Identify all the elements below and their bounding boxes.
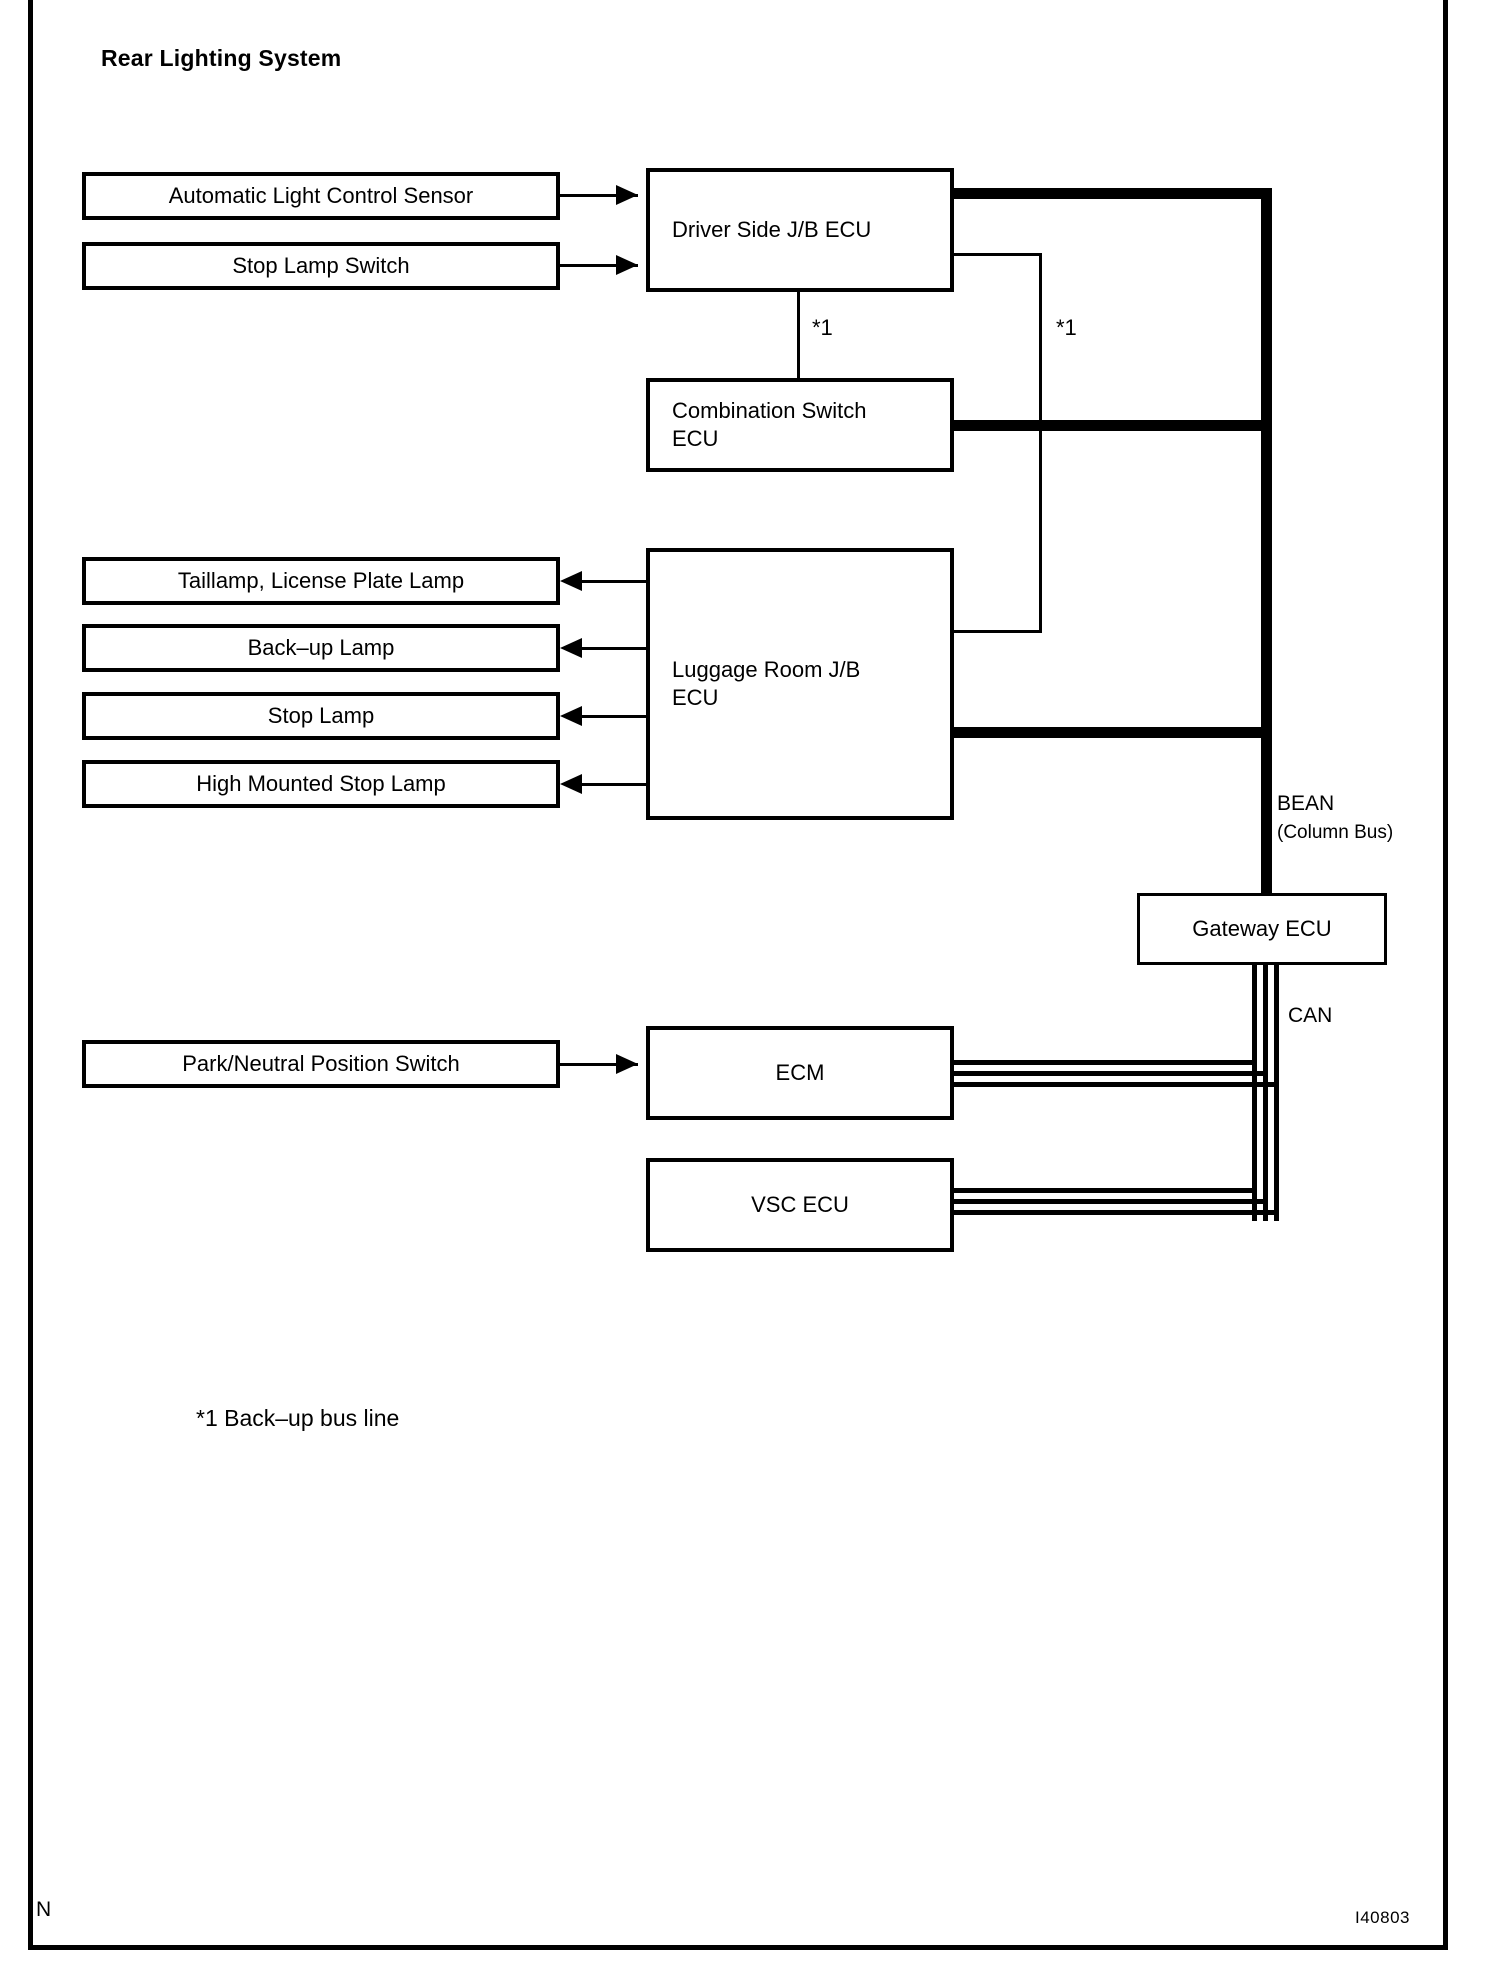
backup-marker-right: *1 bbox=[1056, 315, 1077, 340]
page-border-right bbox=[1443, 0, 1448, 1950]
vsc-can-line-3 bbox=[952, 1210, 1276, 1215]
label-combination-switch-ecu: Combination Switch ECU bbox=[672, 397, 867, 451]
corner-mark-n: N bbox=[36, 1898, 52, 1921]
connector-luggage-to-backup-lamp bbox=[582, 647, 648, 650]
box-park-neutral-position-switch: Park/Neutral Position Switch bbox=[82, 1040, 560, 1088]
connector-driver-ecu-to-combination-switch bbox=[797, 290, 800, 380]
arrowhead-stoplampswitch-to-driver-ecu bbox=[616, 255, 638, 275]
label-park-neutral-position-switch: Park/Neutral Position Switch bbox=[182, 1050, 460, 1076]
box-stop-lamp: Stop Lamp bbox=[82, 692, 560, 740]
label-ecm: ECM bbox=[775, 1059, 825, 1085]
box-combination-switch-ecu: Combination Switch ECU bbox=[646, 378, 954, 472]
box-automatic-light-control-sensor: Automatic Light Control Sensor bbox=[82, 172, 560, 220]
bean-bus-trunk bbox=[1261, 188, 1272, 916]
arrowhead-luggage-to-stop-lamp bbox=[560, 706, 582, 726]
connector-backup-bus-top bbox=[952, 253, 1042, 256]
backup-marker-left: *1 bbox=[812, 315, 833, 340]
label-gateway-ecu: Gateway ECU bbox=[1192, 916, 1332, 941]
box-gateway-ecu: Gateway ECU bbox=[1137, 893, 1387, 965]
vsc-can-line-1 bbox=[952, 1188, 1254, 1193]
label-back-up-lamp: Back–up Lamp bbox=[247, 634, 395, 660]
arrowhead-luggage-to-backup-lamp bbox=[560, 638, 582, 658]
label-stop-lamp-switch: Stop Lamp Switch bbox=[232, 252, 410, 278]
box-driver-side-jb-ecu: Driver Side J/B ECU bbox=[646, 168, 954, 292]
label-can-bus: CAN bbox=[1288, 1004, 1333, 1027]
connector-luggage-to-taillamp bbox=[582, 580, 648, 583]
connector-luggage-to-high-mounted-stop-lamp bbox=[582, 783, 648, 786]
label-luggage-room-jb-ecu: Luggage Room J/B ECU bbox=[672, 656, 861, 710]
label-stop-lamp: Stop Lamp bbox=[267, 702, 375, 728]
box-ecm: ECM bbox=[646, 1026, 954, 1120]
label-automatic-light-control-sensor: Automatic Light Control Sensor bbox=[168, 182, 474, 208]
box-back-up-lamp: Back–up Lamp bbox=[82, 624, 560, 672]
arrowhead-parkneutral-to-ecm bbox=[616, 1054, 638, 1074]
label-bean-bus: BEAN bbox=[1277, 792, 1335, 815]
page-border-left bbox=[28, 0, 33, 1950]
page-border-bottom bbox=[28, 1945, 1448, 1950]
vsc-can-line-2 bbox=[952, 1199, 1265, 1204]
arrowhead-luggage-to-taillamp bbox=[560, 571, 582, 591]
ecm-can-line-1 bbox=[952, 1060, 1254, 1065]
page-title: Rear Lighting System bbox=[101, 45, 342, 71]
label-driver-side-jb-ecu: Driver Side J/B ECU bbox=[672, 216, 872, 242]
connector-sensor-to-driver-ecu bbox=[560, 194, 638, 197]
connector-stoplampswitch-to-driver-ecu bbox=[560, 264, 638, 267]
ecm-can-line-3 bbox=[952, 1082, 1276, 1087]
connector-backup-bus-bottom bbox=[952, 630, 1042, 633]
can-bus-line-3 bbox=[1274, 963, 1279, 1221]
label-vsc-ecu: VSC ECU bbox=[751, 1191, 849, 1217]
connector-parkneutral-to-ecm bbox=[560, 1063, 638, 1066]
bean-bus-branch-driver-ecu bbox=[950, 188, 1272, 199]
bean-bus-branch-luggage-ecu bbox=[950, 727, 1272, 738]
can-bus-line-1 bbox=[1252, 963, 1257, 1221]
box-high-mounted-stop-lamp: High Mounted Stop Lamp bbox=[82, 760, 560, 808]
box-luggage-room-jb-ecu: Luggage Room J/B ECU bbox=[646, 548, 954, 820]
connector-luggage-to-stop-lamp bbox=[582, 715, 648, 718]
box-vsc-ecu: VSC ECU bbox=[646, 1158, 954, 1252]
footnote-backup-bus-line: *1 Back–up bus line bbox=[196, 1405, 400, 1431]
ecm-can-line-2 bbox=[952, 1071, 1265, 1076]
can-bus-line-2 bbox=[1263, 963, 1268, 1221]
figure-id: I40803 bbox=[1355, 1908, 1410, 1927]
box-taillamp-license-plate-lamp: Taillamp, License Plate Lamp bbox=[82, 557, 560, 605]
box-stop-lamp-switch: Stop Lamp Switch bbox=[82, 242, 560, 290]
label-bean-bus-sub: (Column Bus) bbox=[1277, 822, 1394, 843]
connector-backup-bus-vertical bbox=[1039, 253, 1042, 633]
arrowhead-luggage-to-high-mounted-stop-lamp bbox=[560, 774, 582, 794]
label-taillamp-license-plate-lamp: Taillamp, License Plate Lamp bbox=[177, 567, 465, 593]
bean-bus-branch-combination-switch bbox=[950, 420, 1272, 431]
arrowhead-sensor-to-driver-ecu bbox=[616, 185, 638, 205]
label-high-mounted-stop-lamp: High Mounted Stop Lamp bbox=[196, 770, 446, 796]
